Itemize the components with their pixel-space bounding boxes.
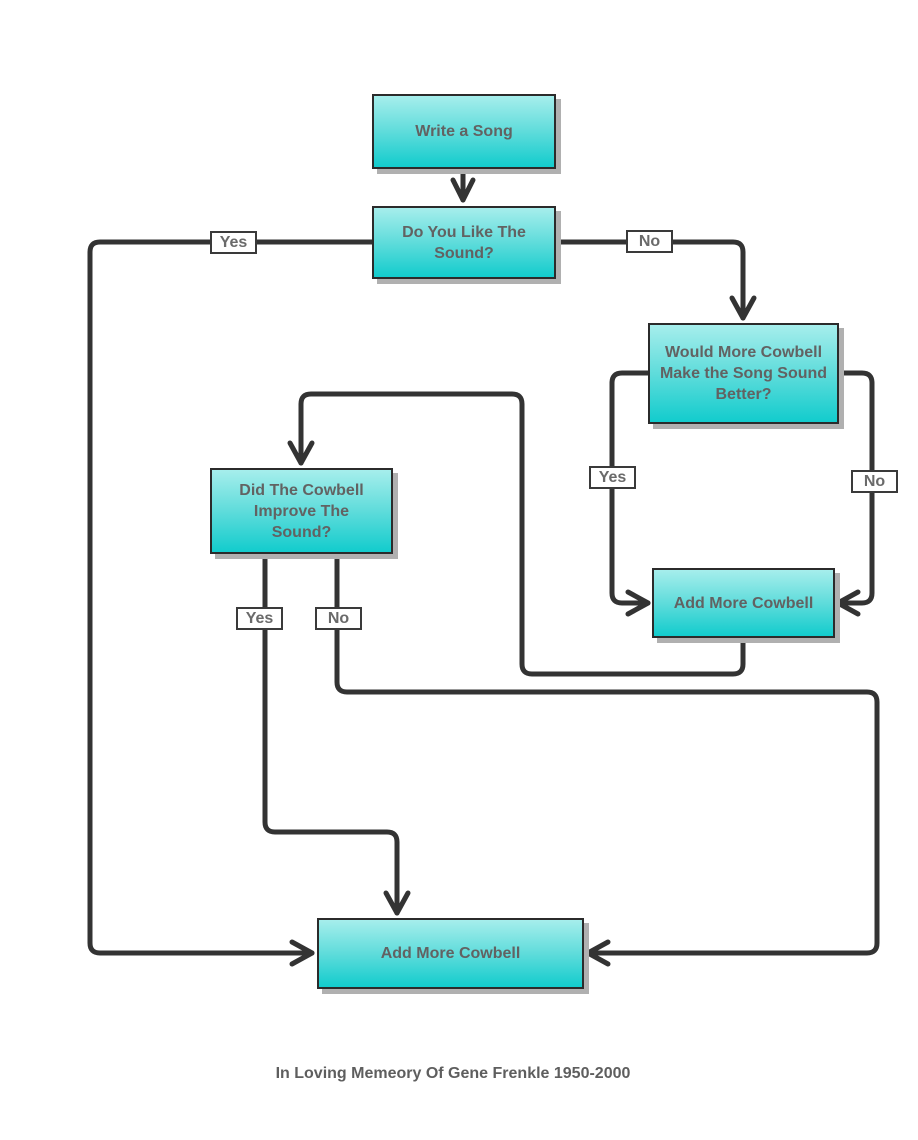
node-like-sound[interactable]: Do You Like The Sound? — [372, 206, 556, 279]
node-label: Would More Cowbell Make the Song Sound B… — [659, 344, 828, 403]
edge-label-like-no: No — [626, 230, 673, 253]
arrowhead-icon — [287, 440, 315, 466]
node-more-cowbell-better[interactable]: Would More Cowbell Make the Song Sound B… — [648, 323, 839, 424]
arrowhead-icon — [450, 177, 476, 203]
node-label: Add More Cowbell — [380, 945, 521, 962]
arrowhead-icon — [729, 295, 757, 321]
arrowhead-icon — [625, 589, 651, 617]
node-write-song[interactable]: Write a Song — [372, 94, 556, 169]
node-label: Write a Song — [415, 123, 513, 140]
node-add-cowbell-bottom[interactable]: Add More Cowbell — [317, 918, 584, 989]
arrowhead-icon — [383, 890, 411, 916]
edge-like-no — [553, 239, 746, 321]
node-add-cowbell-right[interactable]: Add More Cowbell — [652, 568, 835, 638]
arrowhead-icon — [835, 589, 861, 617]
edge-improved-no — [334, 552, 880, 956]
edge-label-better-yes: Yes — [589, 466, 636, 489]
edge-right-to-improved — [298, 391, 746, 677]
edge-label-like-yes: Yes — [210, 231, 257, 254]
arrowhead-icon — [289, 939, 315, 967]
node-label: Did The Cowbell Improve The Sound? — [239, 481, 364, 541]
node-cowbell-improved[interactable]: Did The Cowbell Improve The Sound? — [210, 468, 393, 554]
edge-like-yes — [87, 239, 375, 956]
node-label: Add More Cowbell — [673, 594, 814, 612]
node-label: Do You Like The Sound? — [402, 223, 526, 262]
arrowhead-icon — [585, 939, 611, 967]
edge-label-better-no: No — [851, 470, 898, 493]
footer-dedication: In Loving Memeory Of Gene Frenkle 1950-2… — [275, 1065, 631, 1082]
edge-improved-yes — [262, 552, 400, 916]
edge-label-improved-no: No — [315, 607, 362, 630]
edge-label-improved-yes: Yes — [236, 607, 283, 630]
